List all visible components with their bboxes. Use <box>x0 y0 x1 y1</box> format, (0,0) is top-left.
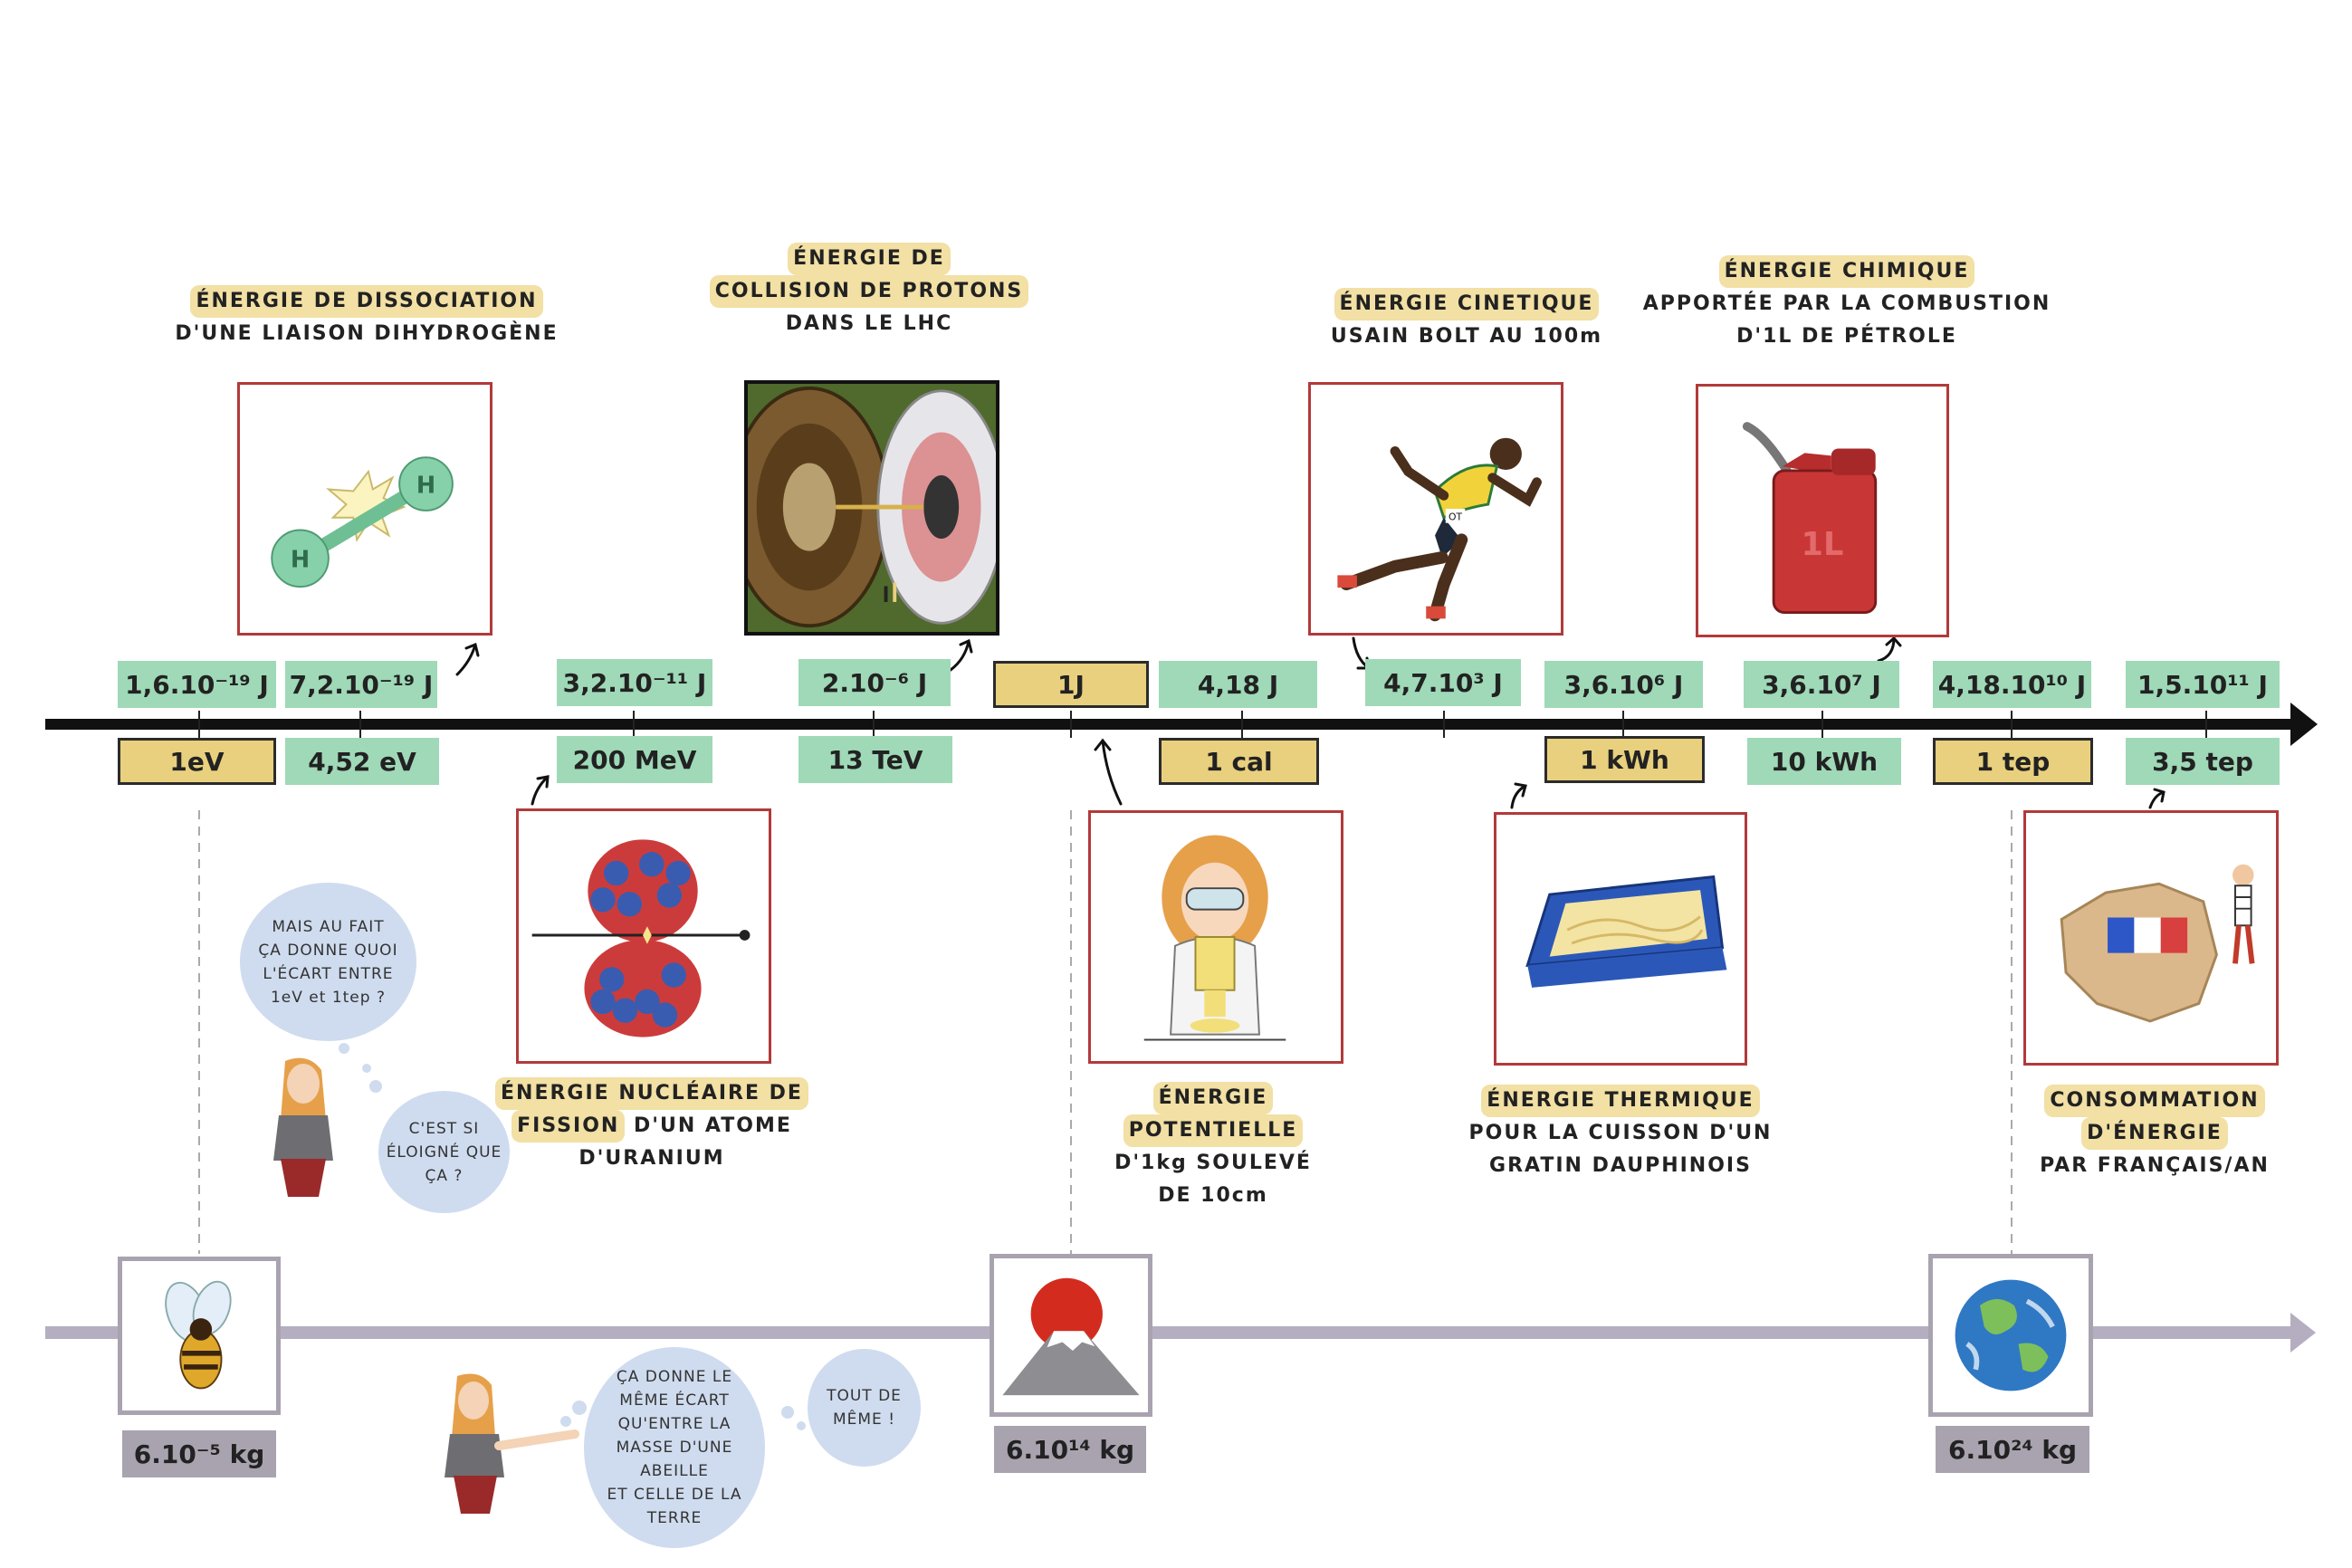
frame-uranium <box>516 808 771 1064</box>
caption-chimique-title: ÉNERGIE CHIMIQUE <box>1718 255 1975 288</box>
unit-label-cal: 1 cal <box>1159 738 1319 785</box>
caption-potentielle-line3: D'1kg SOULEVÉ <box>1114 1152 1312 1174</box>
unit-label-bottom: 4,52 eV <box>285 738 439 785</box>
energy-label-top: 1,5.10¹¹ J <box>2126 661 2280 708</box>
uranium-fission-icon <box>531 839 751 1037</box>
caption-consommation-sub: PAR FRANÇAIS/AN <box>2040 1154 2270 1177</box>
caption-lhc-line2: COLLISION DE PROTONS <box>688 275 1050 308</box>
caption-dissociation-title: ÉNERGIE DE DISSOCIATION <box>190 285 543 318</box>
france-map-icon <box>2060 864 2255 1023</box>
energy-label-top: 7,2.10⁻¹⁹ J <box>285 661 437 708</box>
caption-nucleaire-title: ÉNERGIE NUCLÉAIRE DE <box>495 1077 808 1110</box>
svg-text:1L: 1L <box>1802 526 1844 563</box>
caption-nucleaire-line3: D'URANIUM <box>578 1147 725 1170</box>
arrow-uranium <box>531 775 550 806</box>
mass-label: 6.10⁻⁵ kg <box>122 1430 276 1477</box>
frame-gratin <box>1494 812 1747 1066</box>
caption-potentielle: ÉNERGIE POTENTIELLE D'1kg SOULEVÉ DE 10c… <box>1068 1082 1358 1212</box>
caption-potentielle-title2: POTENTIELLE <box>1068 1114 1358 1147</box>
earth-icon <box>1955 1279 2067 1391</box>
frame-bee <box>118 1257 281 1415</box>
caption-thermique: ÉNERGIE THERMIQUE POUR LA CUISSON D'UN G… <box>1430 1085 1811 1182</box>
unit-label-ev: 1eV <box>118 738 276 785</box>
energy-label-top: 2.10⁻⁶ J <box>798 659 951 706</box>
arrow-petrole <box>1877 636 1896 663</box>
caption-potentielle-title1: ÉNERGIE <box>1152 1082 1274 1114</box>
lhc-detector-icon <box>748 384 996 632</box>
unit-label-bottom: 3,5 tep <box>2126 738 2280 785</box>
energy-label-top: 4,7.10³ J <box>1365 659 1521 706</box>
caption-consommation-title1: CONSOMMATION <box>2044 1085 2265 1117</box>
arrow-h2 <box>455 643 477 676</box>
frame-mountain <box>990 1254 1152 1417</box>
caption-dissociation: ÉNERGIE DE DISSOCIATION D'UNE LIAISON DI… <box>136 285 598 350</box>
ticks <box>198 711 2207 738</box>
svg-text:H: H <box>416 471 435 498</box>
frame-lhc <box>744 380 999 636</box>
caption-consommation-title2: D'ÉNERGIE <box>2001 1117 2309 1150</box>
woman-character-icon <box>445 1373 579 1514</box>
caption-chimique-sub1: APPORTÉE PAR LA COMBUSTION <box>1642 292 2051 315</box>
caption-lhc-line3: DANS LE LHC <box>785 312 953 335</box>
frame-potentielle <box>1088 810 1343 1064</box>
caption-potentielle-line4: DE 10cm <box>1158 1184 1268 1207</box>
unit-label-kwh: 1 kWh <box>1544 736 1705 783</box>
caption-chimique-sub2: D'1L DE PÉTROLE <box>1736 325 1957 348</box>
arrow-lhc <box>949 639 970 672</box>
energy-label-top: 3,6.10⁶ J <box>1544 661 1703 708</box>
caption-thermique-title: ÉNERGIE THERMIQUE <box>1481 1085 1760 1117</box>
svg-text:H: H <box>291 546 310 573</box>
energy-label-top: 4,18 J <box>1159 661 1317 708</box>
caption-cinetique-title: ÉNERGIE CINETIQUE <box>1334 288 1600 320</box>
frame-petrole: 1L <box>1696 384 1949 637</box>
energy-label-top: 3,2.10⁻¹¹ J <box>557 659 712 706</box>
woman-character-icon <box>273 1057 333 1197</box>
unit-label-bottom: 200 MeV <box>557 736 712 783</box>
energy-label-top: 3,6.10⁷ J <box>1744 661 1899 708</box>
hydrogen-molecule-icon: H H <box>271 456 454 588</box>
gratin-dish-icon <box>1525 875 1727 988</box>
arrow-1j <box>1101 739 1123 806</box>
frame-bolt: OT <box>1308 382 1563 636</box>
mass-label: 6.10¹⁴ kg <box>994 1426 1146 1473</box>
caption-cinetique-sub: USAIN BOLT AU 100m <box>1330 325 1603 348</box>
svg-text:OT: OT <box>1448 512 1462 523</box>
arrow-gratin <box>1510 784 1527 809</box>
caption-chimique: ÉNERGIE CHIMIQUE APPORTÉE PAR LA COMBUST… <box>1639 255 2055 353</box>
caption-dissociation-sub: D'UNE LIAISON DIHYDROGÈNE <box>175 322 559 345</box>
energy-label-top: 4,18.10¹⁰ J <box>1933 661 2091 708</box>
caption-thermique-sub1: POUR LA CUISSON D'UN <box>1468 1122 1773 1144</box>
scientist-lifting-icon <box>1143 835 1286 1041</box>
mass-label: 6.10²⁴ kg <box>1936 1426 2089 1473</box>
caption-thermique-sub2: GRATIN DAUPHINOIS <box>1489 1154 1752 1177</box>
caption-lhc-title: ÉNERGIE DE <box>788 243 951 275</box>
frame-france <box>2023 810 2279 1066</box>
caption-lhc: ÉNERGIE DE COLLISION DE PROTONS DANS LE … <box>688 243 1050 340</box>
caption-nucleaire: ÉNERGIE NUCLÉAIRE DE FISSION D'UN ATOME … <box>471 1077 833 1175</box>
sprinter-icon: OT <box>1337 437 1542 622</box>
caption-cinetique: ÉNERGIE CINETIQUE USAIN BOLT AU 100m <box>1276 288 1657 353</box>
unit-label-bottom: 13 TeV <box>798 736 952 783</box>
frame-earth <box>1928 1254 2093 1417</box>
bee-icon <box>165 1280 232 1390</box>
mass-axis-arrowhead <box>2290 1313 2316 1353</box>
caption-nucleaire-line2: FISSION D'UN ATOME <box>471 1110 833 1143</box>
unit-label-tep: 1 tep <box>1933 738 2093 785</box>
frame-dihydrogen: H H <box>237 382 492 636</box>
energy-axis-arrowhead <box>2290 703 2318 746</box>
unit-label-bottom: 10 kWh <box>1747 738 1901 785</box>
jerrycan-icon: 1L <box>1742 422 1878 615</box>
mountain-fuji-icon <box>1002 1277 1140 1396</box>
energy-label-top: 1,6.10⁻¹⁹ J <box>118 661 276 708</box>
caption-consommation: CONSOMMATION D'ÉNERGIE PAR FRANÇAIS/AN <box>2001 1085 2309 1182</box>
energy-label-top-1j: 1J <box>993 661 1149 708</box>
